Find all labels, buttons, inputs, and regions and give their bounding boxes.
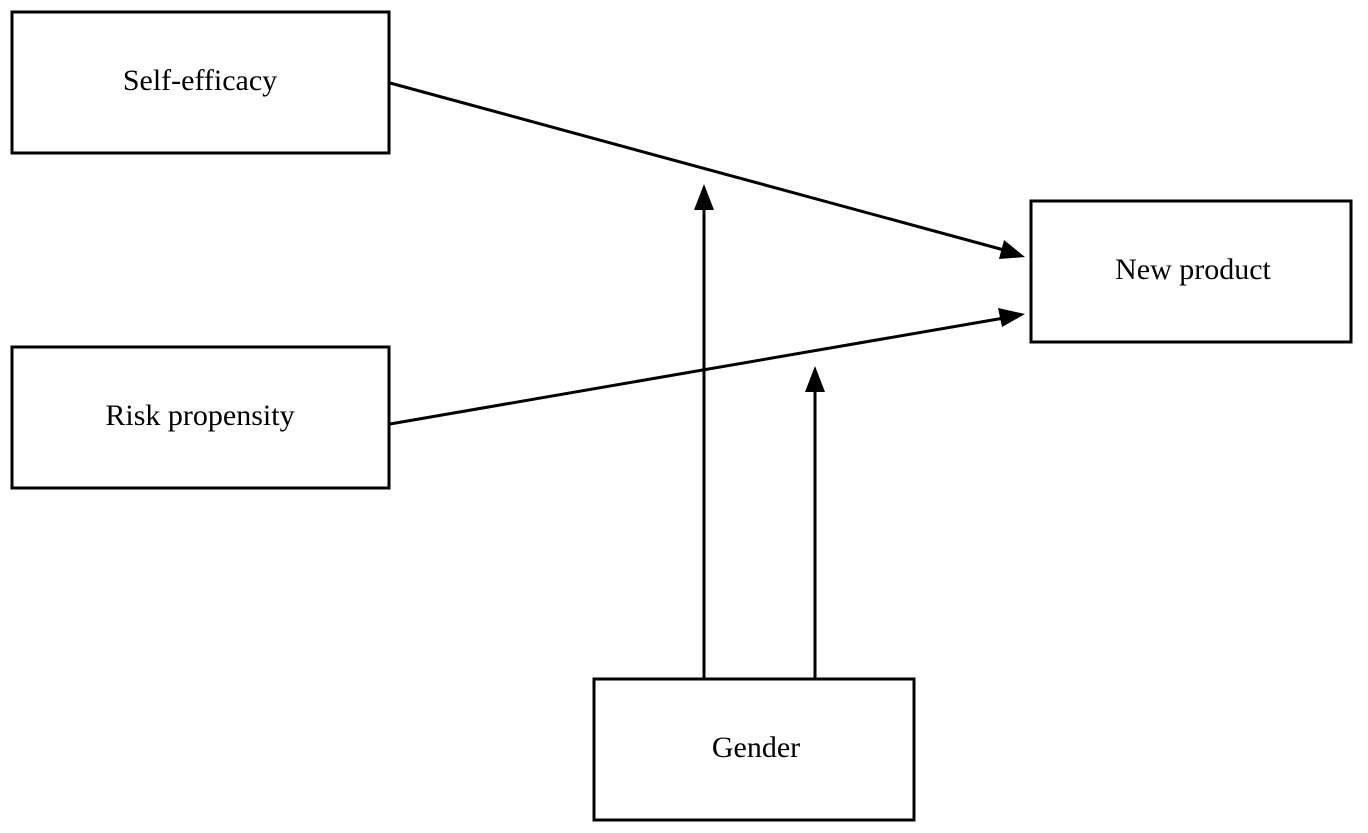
edge-gender-moderator-1-arrowhead bbox=[694, 184, 714, 210]
edge-risk-propensity-line bbox=[389, 316, 1005, 426]
node-gender-box bbox=[592, 677, 916, 822]
node-risk-propensity-box bbox=[10, 345, 391, 490]
node-new-product-box bbox=[1029, 199, 1353, 344]
node-self-efficacy-label: Self-efficacy bbox=[123, 64, 277, 97]
edge-risk-propensity-arrowhead bbox=[998, 308, 1025, 327]
edge-gender-moderator-2-arrowhead bbox=[805, 366, 825, 392]
edge-gender-moderates-risk-propensity bbox=[805, 366, 825, 679]
node-gender-label: Gender bbox=[712, 731, 800, 764]
edge-self-efficacy-line bbox=[389, 81, 1005, 252]
edge-self-efficacy-to-new-product bbox=[389, 81, 1025, 259]
node-risk-propensity-label: Risk propensity bbox=[105, 399, 294, 432]
node-new-product-label: New product bbox=[1115, 253, 1271, 286]
node-new-product: New product bbox=[1029, 199, 1353, 344]
edge-gender-moderates-self-efficacy bbox=[694, 184, 714, 679]
node-risk-propensity: Risk propensity bbox=[10, 345, 391, 490]
node-gender: Gender bbox=[592, 677, 916, 822]
edge-self-efficacy-arrowhead bbox=[999, 240, 1025, 259]
edge-risk-propensity-to-new-product bbox=[389, 308, 1025, 426]
node-self-efficacy: Self-efficacy bbox=[10, 10, 391, 155]
node-self-efficacy-box bbox=[10, 10, 391, 155]
